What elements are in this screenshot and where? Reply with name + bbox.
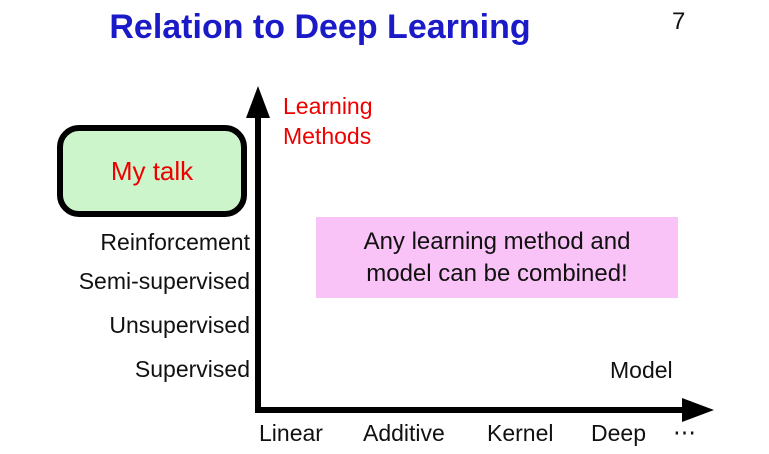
x-axis-title: Model <box>610 357 673 383</box>
y-axis-label-supervised: Supervised <box>134 356 250 382</box>
x-axis-label-ellipsis: ⋯ <box>673 419 698 445</box>
y-axis-title: Learning Methods <box>283 93 373 150</box>
y-axis-label-reinforcement: Reinforcement <box>100 229 250 255</box>
slide-number: 7 <box>672 8 686 35</box>
x-axis-label-kernel: Kernel <box>487 420 554 446</box>
combination-callout-text: Any learning method and model can be com… <box>363 227 631 287</box>
combination-callout-box: Any learning method and model can be com… <box>316 217 678 298</box>
page-title: Relation to Deep Learning <box>109 8 531 46</box>
my-talk-label: My talk <box>110 156 194 186</box>
y-axis-arrowhead <box>246 86 270 118</box>
x-axis-label-deep: Deep <box>591 420 646 446</box>
my-talk-box[interactable]: My talk <box>57 125 247 217</box>
y-axis-label-semi-supervised: Semi-supervised <box>78 268 250 294</box>
y-axis-label-unsupervised: Unsupervised <box>109 312 250 338</box>
x-axis-label-additive: Additive <box>363 420 445 446</box>
x-axis-label-linear: Linear <box>259 420 323 446</box>
